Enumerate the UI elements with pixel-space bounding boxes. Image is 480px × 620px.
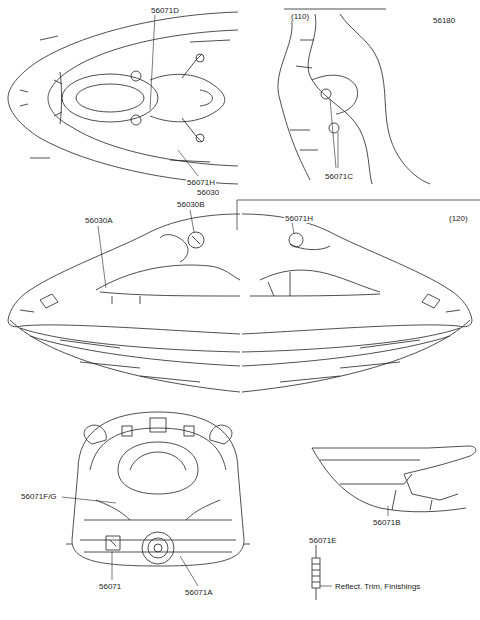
callout-number: 56071H <box>186 178 216 187</box>
callout-number: 56030 <box>196 188 220 197</box>
callout-number: (120) <box>448 214 469 223</box>
callout-number: 56071B <box>372 518 402 527</box>
trim-sample <box>312 544 332 600</box>
callout-number: 56071F/G <box>20 492 58 501</box>
callout-number: 56071C <box>324 172 354 181</box>
callout-number: (110) <box>290 12 310 21</box>
callout-number: 56071A <box>184 588 214 597</box>
rear-view <box>62 412 250 586</box>
callout-number: 56071E <box>308 536 338 545</box>
note-text: Reflect. Trim, Finishings <box>334 582 421 591</box>
right-side-view <box>242 214 472 392</box>
left-side-view <box>8 210 240 392</box>
callout-number: 56180 <box>432 16 456 25</box>
callout-number: 56030B <box>176 200 206 209</box>
callout-number: 56030A <box>84 216 114 225</box>
side-panel-view <box>278 9 430 184</box>
callout-number: 56071H <box>284 214 314 223</box>
callout-number: 56071D <box>150 6 180 15</box>
callout-number: 56071 <box>98 582 122 591</box>
top-view <box>8 12 238 184</box>
seat-view <box>312 446 476 516</box>
